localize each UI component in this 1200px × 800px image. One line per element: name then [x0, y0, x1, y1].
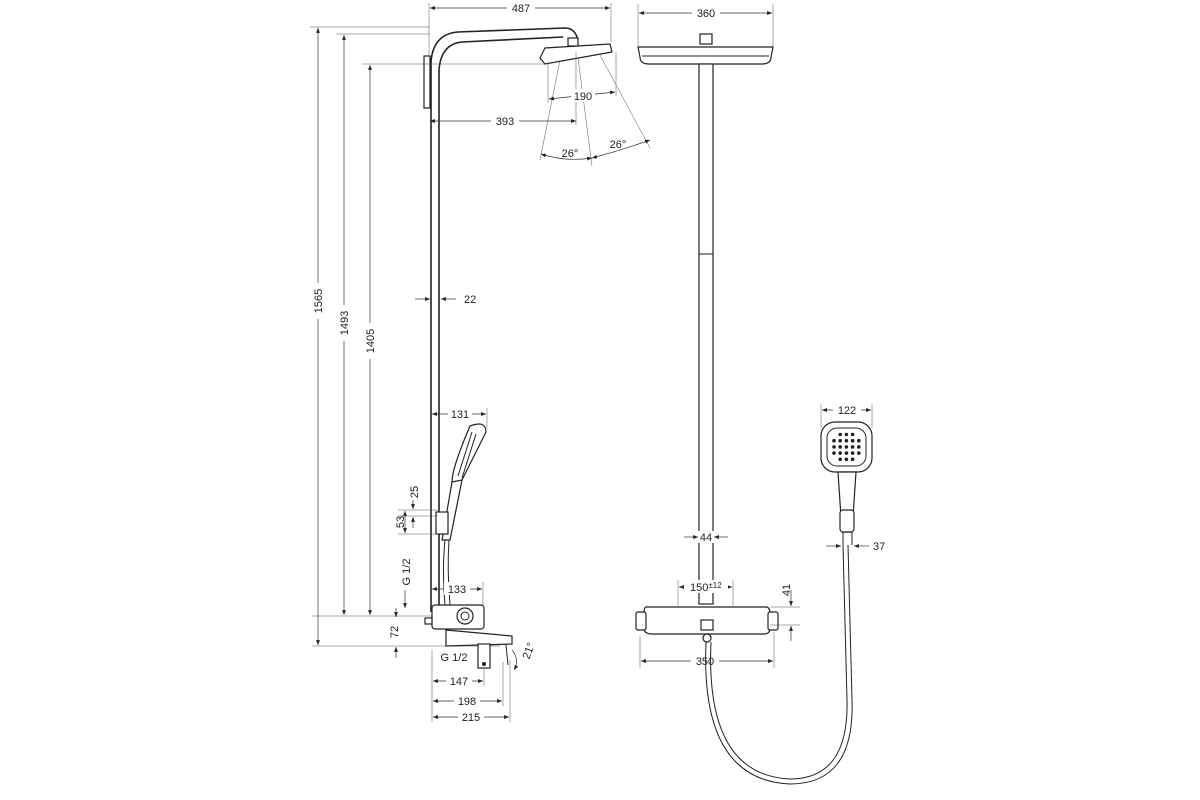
dim-spout-198: 198 — [458, 696, 476, 708]
dim-centers: 150±12 — [690, 581, 722, 594]
handshower-front: 122 37 — [820, 403, 885, 553]
nozzle — [850, 457, 855, 462]
dim-thermostat-width: 350 — [696, 656, 714, 668]
dim-head-offset: 393 — [496, 116, 514, 128]
nozzle — [838, 438, 842, 443]
overhead-shower-front — [637, 33, 774, 65]
dim-thermostat-height: 41 — [781, 584, 793, 596]
nozzle — [844, 451, 849, 455]
dim-spout-147: 147 — [450, 676, 468, 688]
nozzle — [857, 438, 861, 443]
nozzle — [838, 432, 842, 437]
dim-tilt-right: 26° — [610, 139, 627, 151]
dim-thermostat-depth: 133 — [448, 584, 466, 596]
dim-handshower-head: 122 — [838, 405, 856, 417]
dim-pipe-width: 22 — [464, 294, 476, 306]
overhead-shower-side — [539, 37, 651, 167]
nozzle — [844, 445, 849, 449]
dim-holder-height: 53 — [395, 516, 407, 528]
nozzle — [838, 451, 842, 455]
dim-head-height: 1405 — [365, 329, 377, 353]
thermostat-front — [635, 606, 779, 643]
nozzle — [838, 457, 842, 462]
nozzle — [832, 438, 836, 443]
nozzle — [850, 451, 855, 455]
dim-head-width: 190 — [574, 91, 592, 103]
nozzle — [857, 451, 861, 455]
dim-inlet-height: 72 — [389, 626, 401, 638]
dim-head-reach: 487 — [512, 3, 530, 15]
dim-handshower-handle: 37 — [873, 541, 885, 553]
side-view: 487 190 393 26° 26° 1565 1493 1405 22 — [310, 1, 651, 724]
handshower-side — [435, 423, 487, 606]
dim-arm-height: 1493 — [339, 311, 351, 335]
dim-handshower-width: 131 — [451, 409, 469, 421]
dim-holder-gap: 25 — [409, 486, 421, 498]
dim-front-head-width: 360 — [697, 8, 715, 20]
nozzle — [838, 445, 842, 449]
nozzle — [850, 445, 855, 449]
nozzle — [844, 432, 849, 437]
dim-front-pipe-width: 44 — [700, 532, 712, 544]
dim-total-height: 1565 — [313, 289, 325, 313]
front-view: 360 44 150±12 — [635, 4, 853, 785]
nozzle — [844, 438, 849, 443]
shower-hose — [705, 544, 853, 785]
wall-bracket — [423, 55, 431, 109]
shower-pipe — [430, 27, 579, 612]
thermostat-side — [424, 604, 513, 669]
nozzle — [844, 457, 849, 462]
dim-tilt-left: 26° — [562, 148, 579, 160]
dim-spout-215: 215 — [462, 712, 480, 724]
front-pipe — [698, 63, 714, 605]
label-connection-bottom: G 1/2 — [441, 652, 468, 664]
label-connection-top: G 1/2 — [401, 559, 413, 586]
dim-spout-angle: 21° — [521, 641, 538, 661]
nozzle — [832, 445, 836, 449]
nozzle — [850, 438, 855, 443]
nozzle — [857, 445, 861, 449]
nozzle — [850, 432, 855, 437]
nozzle — [832, 451, 836, 455]
